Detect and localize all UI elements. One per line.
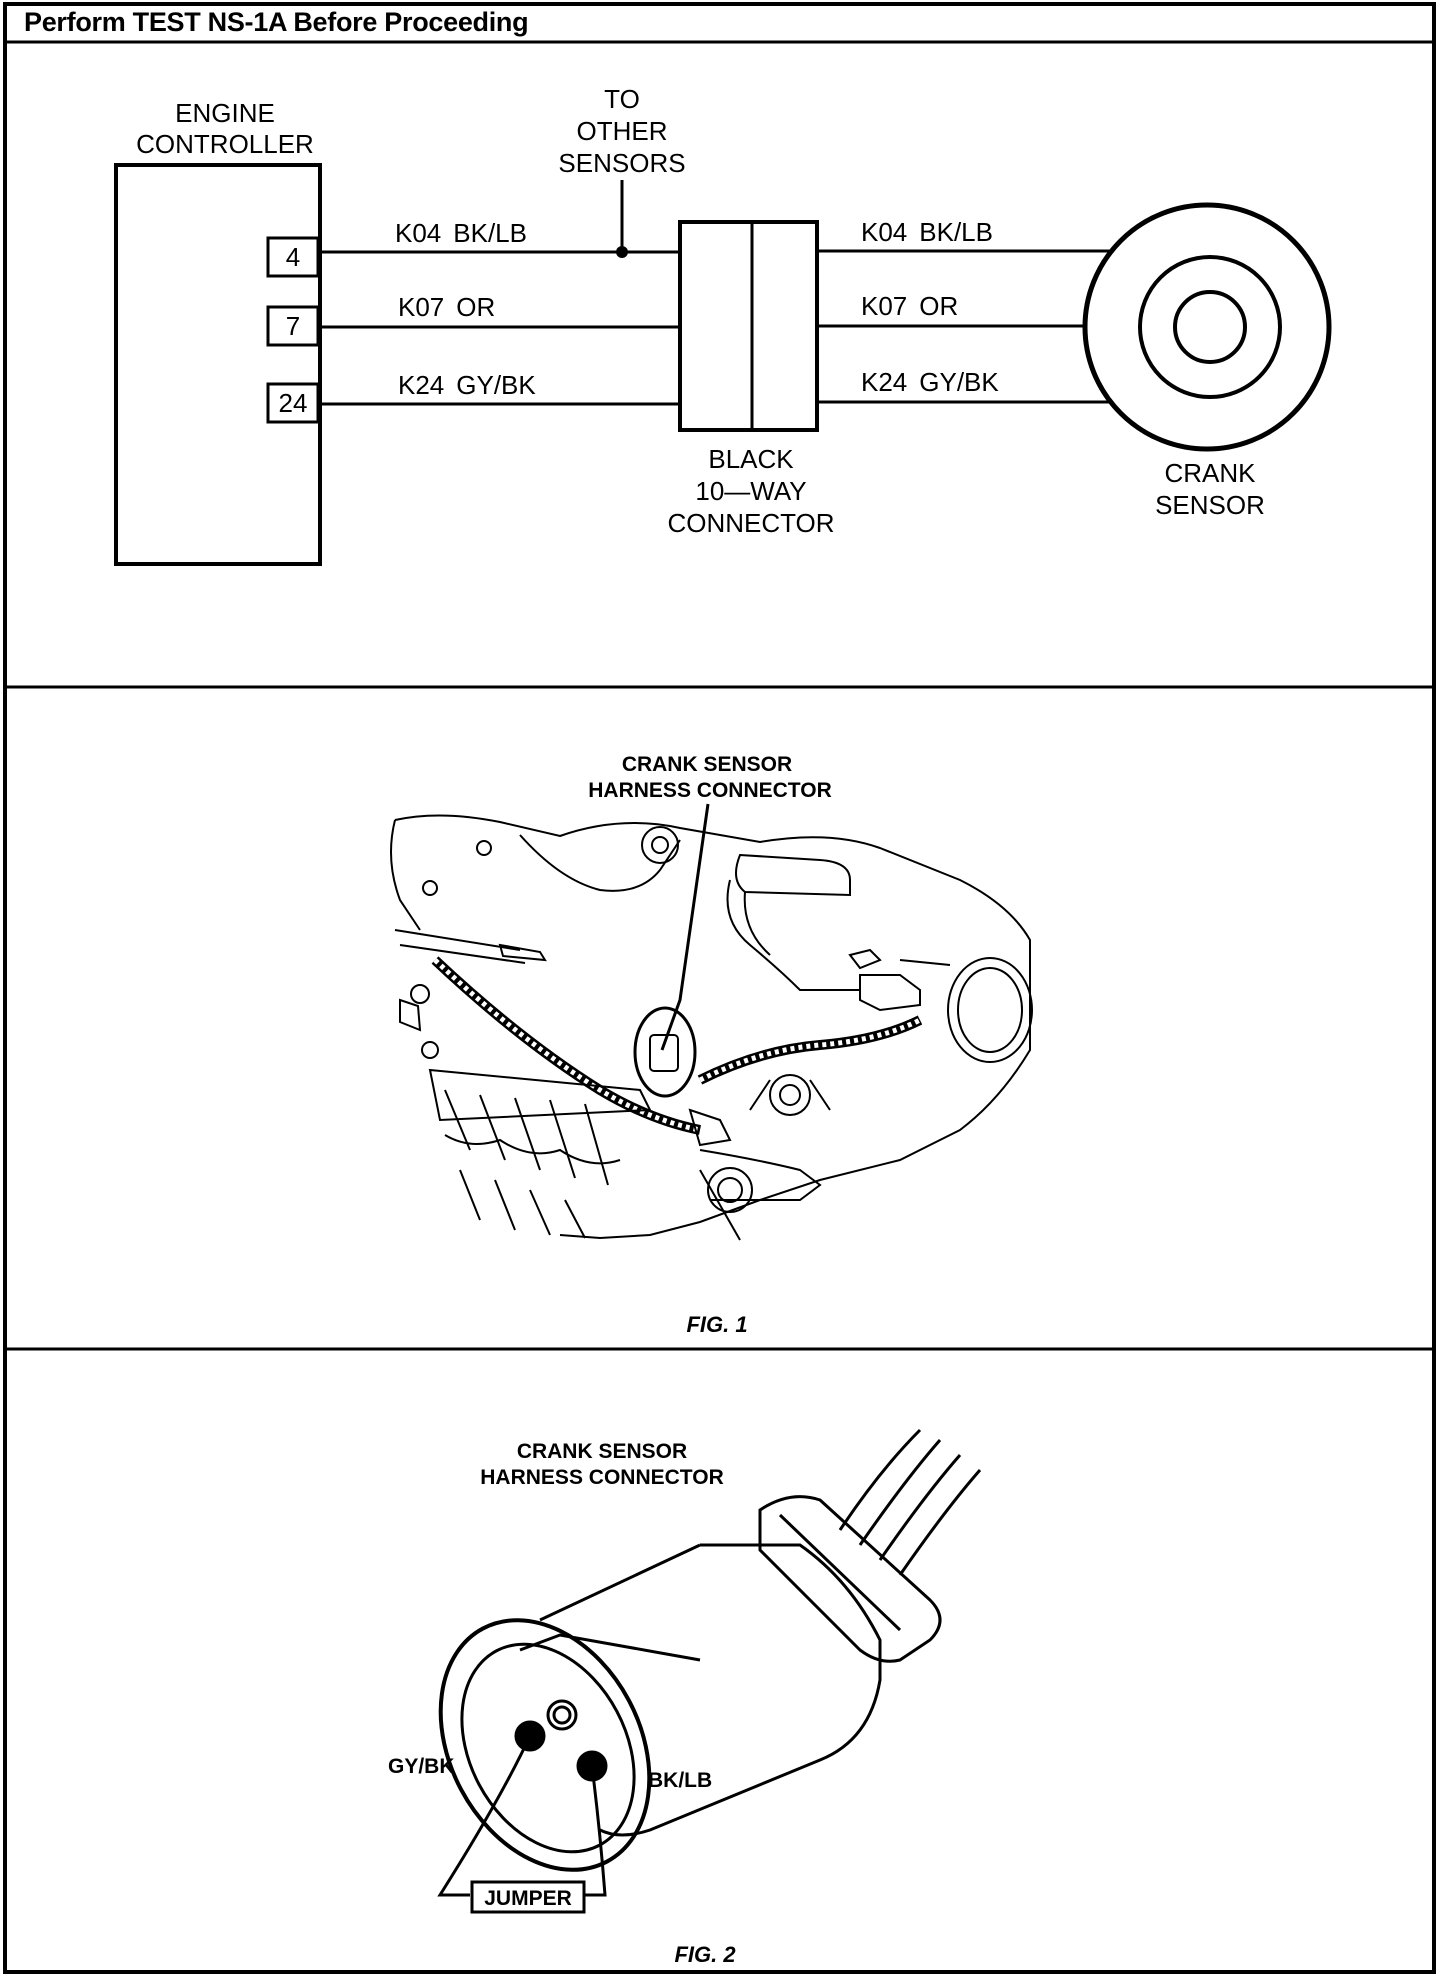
engine-drawing bbox=[390, 814, 1033, 1241]
jumper-lead-left bbox=[437, 1735, 532, 1897]
controller-label-line1: ENGINE bbox=[175, 98, 275, 128]
fig2-caption: FIG. 2 bbox=[674, 1942, 736, 1967]
pin-label-4: 4 bbox=[286, 242, 300, 272]
page-title: Perform TEST NS-1A Before Proceeding bbox=[24, 7, 529, 37]
branch-label-line1: TO bbox=[604, 84, 640, 114]
fig1-leader-line bbox=[660, 803, 710, 1051]
jumper-lead-right bbox=[585, 1765, 607, 1897]
fig2-callout-line1: CRANK SENSOR bbox=[517, 1440, 687, 1463]
pin-label-bk-lb: BK/LB bbox=[648, 1769, 712, 1792]
controller-label-line2: CONTROLLER bbox=[136, 129, 314, 159]
ten-way-connector-body bbox=[678, 220, 819, 432]
page-frame bbox=[3, 2, 1436, 1974]
jumper-label: JUMPER bbox=[484, 1887, 572, 1910]
fig1-engine-illustration: CRANK SENSOR HARNESS CONNECTOR bbox=[390, 753, 1033, 1337]
fig1-caption: FIG. 1 bbox=[686, 1312, 747, 1337]
fig1-callout-line2: HARNESS CONNECTOR bbox=[588, 779, 831, 802]
connector-label-line1: BLACK bbox=[708, 444, 794, 474]
crank-sensor-middle bbox=[1138, 255, 1282, 399]
pin-box-7 bbox=[266, 305, 320, 347]
sensor-label-line2: SENSOR bbox=[1155, 490, 1265, 520]
pin-box-4 bbox=[266, 236, 320, 278]
splice-dot bbox=[616, 246, 628, 258]
connector-drawing bbox=[438, 1428, 982, 1872]
connector-label-line2: 10—WAY bbox=[695, 476, 806, 506]
branch-label-line2: OTHER bbox=[577, 116, 668, 146]
fig2-callout-line2: HARNESS CONNECTOR bbox=[480, 1466, 723, 1489]
crank-sensor-inner bbox=[1173, 290, 1247, 364]
fig1-callout-line1: CRANK SENSOR bbox=[622, 753, 792, 776]
jumper-label-box bbox=[470, 1880, 586, 1914]
pin-box-24 bbox=[266, 382, 320, 424]
fig2-connector-illustration: CRANK SENSOR HARNESS CONNECTOR GY/BK bbox=[388, 1428, 982, 1967]
connector-label-line3: CONNECTOR bbox=[667, 508, 834, 538]
pin-label-7: 7 bbox=[286, 311, 300, 341]
engine-controller-box bbox=[114, 163, 322, 566]
branch-label-line3: SENSORS bbox=[558, 148, 685, 178]
crank-sensor-outer bbox=[1082, 202, 1332, 452]
pin-label-24: 24 bbox=[279, 388, 308, 418]
pin-label-gy-bk: GY/BK bbox=[388, 1755, 455, 1778]
sensor-label-line1: CRANK bbox=[1164, 458, 1256, 488]
